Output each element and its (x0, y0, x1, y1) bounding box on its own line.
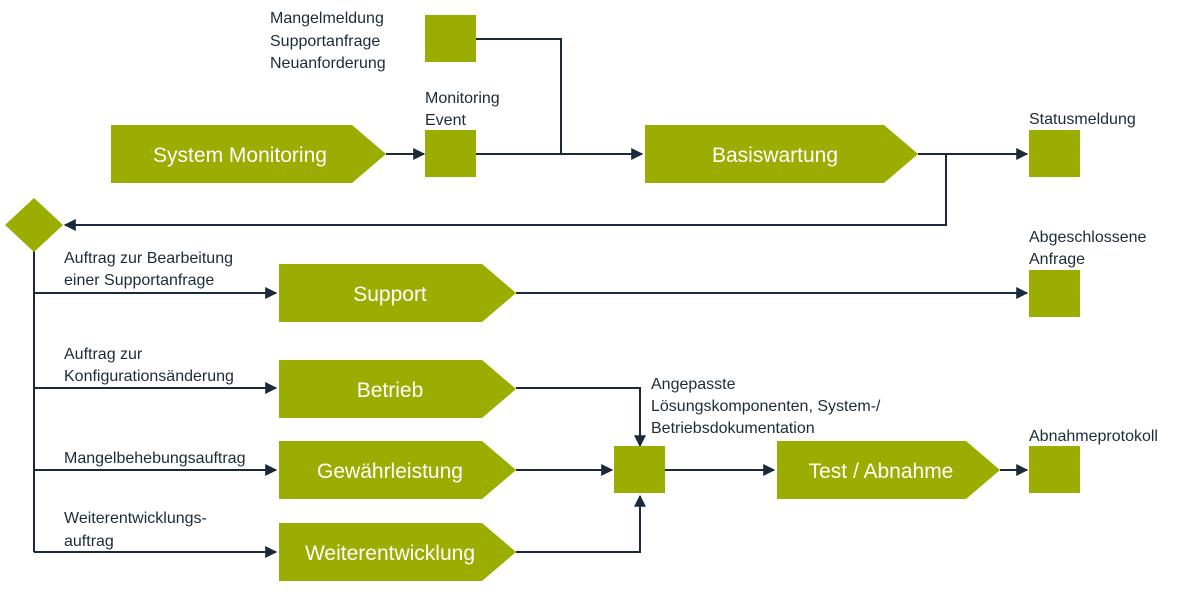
process-label-support: Support (353, 283, 427, 306)
process-gewaehrleistung (279, 441, 516, 499)
label-neuanforderung: Neuanforderung (270, 55, 386, 72)
label-anfrage: Anfrage (1029, 251, 1085, 268)
label-input-top: Mangelmeldung Supportanfrage Neuanforder… (270, 10, 386, 72)
label-angepasste-line3: Betriebsdokumentation (651, 420, 815, 437)
label-event: Event (425, 112, 466, 129)
connectors (33, 38, 1029, 558)
process-label-betrieb: Betrieb (357, 379, 424, 402)
label-abnahmeprotokoll: Abnahmeprotokoll (1029, 428, 1158, 445)
label-support-order-line2: einer Supportanfrage (64, 272, 214, 289)
process-label-basiswartung: Basiswartung (712, 144, 838, 167)
artifact-box-angepasste (614, 446, 665, 493)
label-abgeschlossene: Abgeschlossene (1029, 229, 1147, 246)
arrow-betrieb-to-merge (516, 387, 646, 448)
label-config-order: Auftrag zur Konfigurationsänderung (64, 346, 234, 385)
line-input-to-merge (476, 38, 562, 154)
label-abgeschlossene-anfrage: Abgeschlossene Anfrage (1029, 229, 1147, 268)
process-label-system-monitoring: System Monitoring (153, 144, 327, 167)
label-support-order-line1: Auftrag zur Bearbeitung (64, 250, 233, 267)
process-system-monitoring (111, 125, 386, 183)
artifact-box-abgeschlossene-anfrage (1029, 270, 1080, 317)
label-monitoring-event: Monitoring Event (425, 90, 500, 129)
label-weiter-order-line2: auftrag (64, 533, 114, 550)
process-label-test-abnahme: Test / Abnahme (809, 460, 954, 483)
label-statusmeldung: Statusmeldung (1029, 111, 1136, 128)
process-betrieb (279, 360, 516, 418)
arrow-weiter-to-merge (516, 494, 646, 553)
process-test-abnahme (777, 441, 1000, 499)
label-angepasste: Angepasste Lösungskomponenten, System-/ … (651, 376, 881, 437)
label-config-order-line2: Konfigurationsänderung (64, 368, 234, 385)
process-support (279, 264, 516, 322)
label-weiter-order-line1: Weiterentwicklungs- (64, 510, 207, 527)
process-label-weiterentwicklung: Weiterentwicklung (305, 542, 475, 565)
label-angepasste-line2: Lösungskomponenten, System-/ (651, 398, 881, 415)
label-supportanfrage: Supportanfrage (270, 33, 380, 50)
label-angepasste-line1: Angepasste (651, 376, 736, 393)
artifact-box-statusmeldung (1029, 130, 1080, 177)
label-support-order: Auftrag zur Bearbeitung einer Supportanf… (64, 250, 233, 289)
arrow-basiswartung-to-decision (63, 154, 947, 231)
artifact-box-abnahmeprotokoll (1029, 446, 1080, 493)
decision-diamond (5, 198, 63, 252)
label-mangelbehebungsauftrag: Mangelbehebungsauftrag (64, 450, 245, 467)
label-config-order-line1: Auftrag zur (64, 346, 143, 363)
process-label-gewaehrleistung: Gewährleistung (317, 460, 463, 483)
label-weiter-order: Weiterentwicklungs- auftrag (64, 510, 207, 550)
process-weiterentwicklung (279, 523, 516, 581)
label-mangelmeldung: Mangelmeldung (270, 10, 384, 27)
artifact-box-input (425, 15, 476, 62)
label-monitoring: Monitoring (425, 90, 500, 107)
artifact-box-monitoring-event (425, 130, 476, 177)
process-basiswartung (645, 125, 918, 183)
